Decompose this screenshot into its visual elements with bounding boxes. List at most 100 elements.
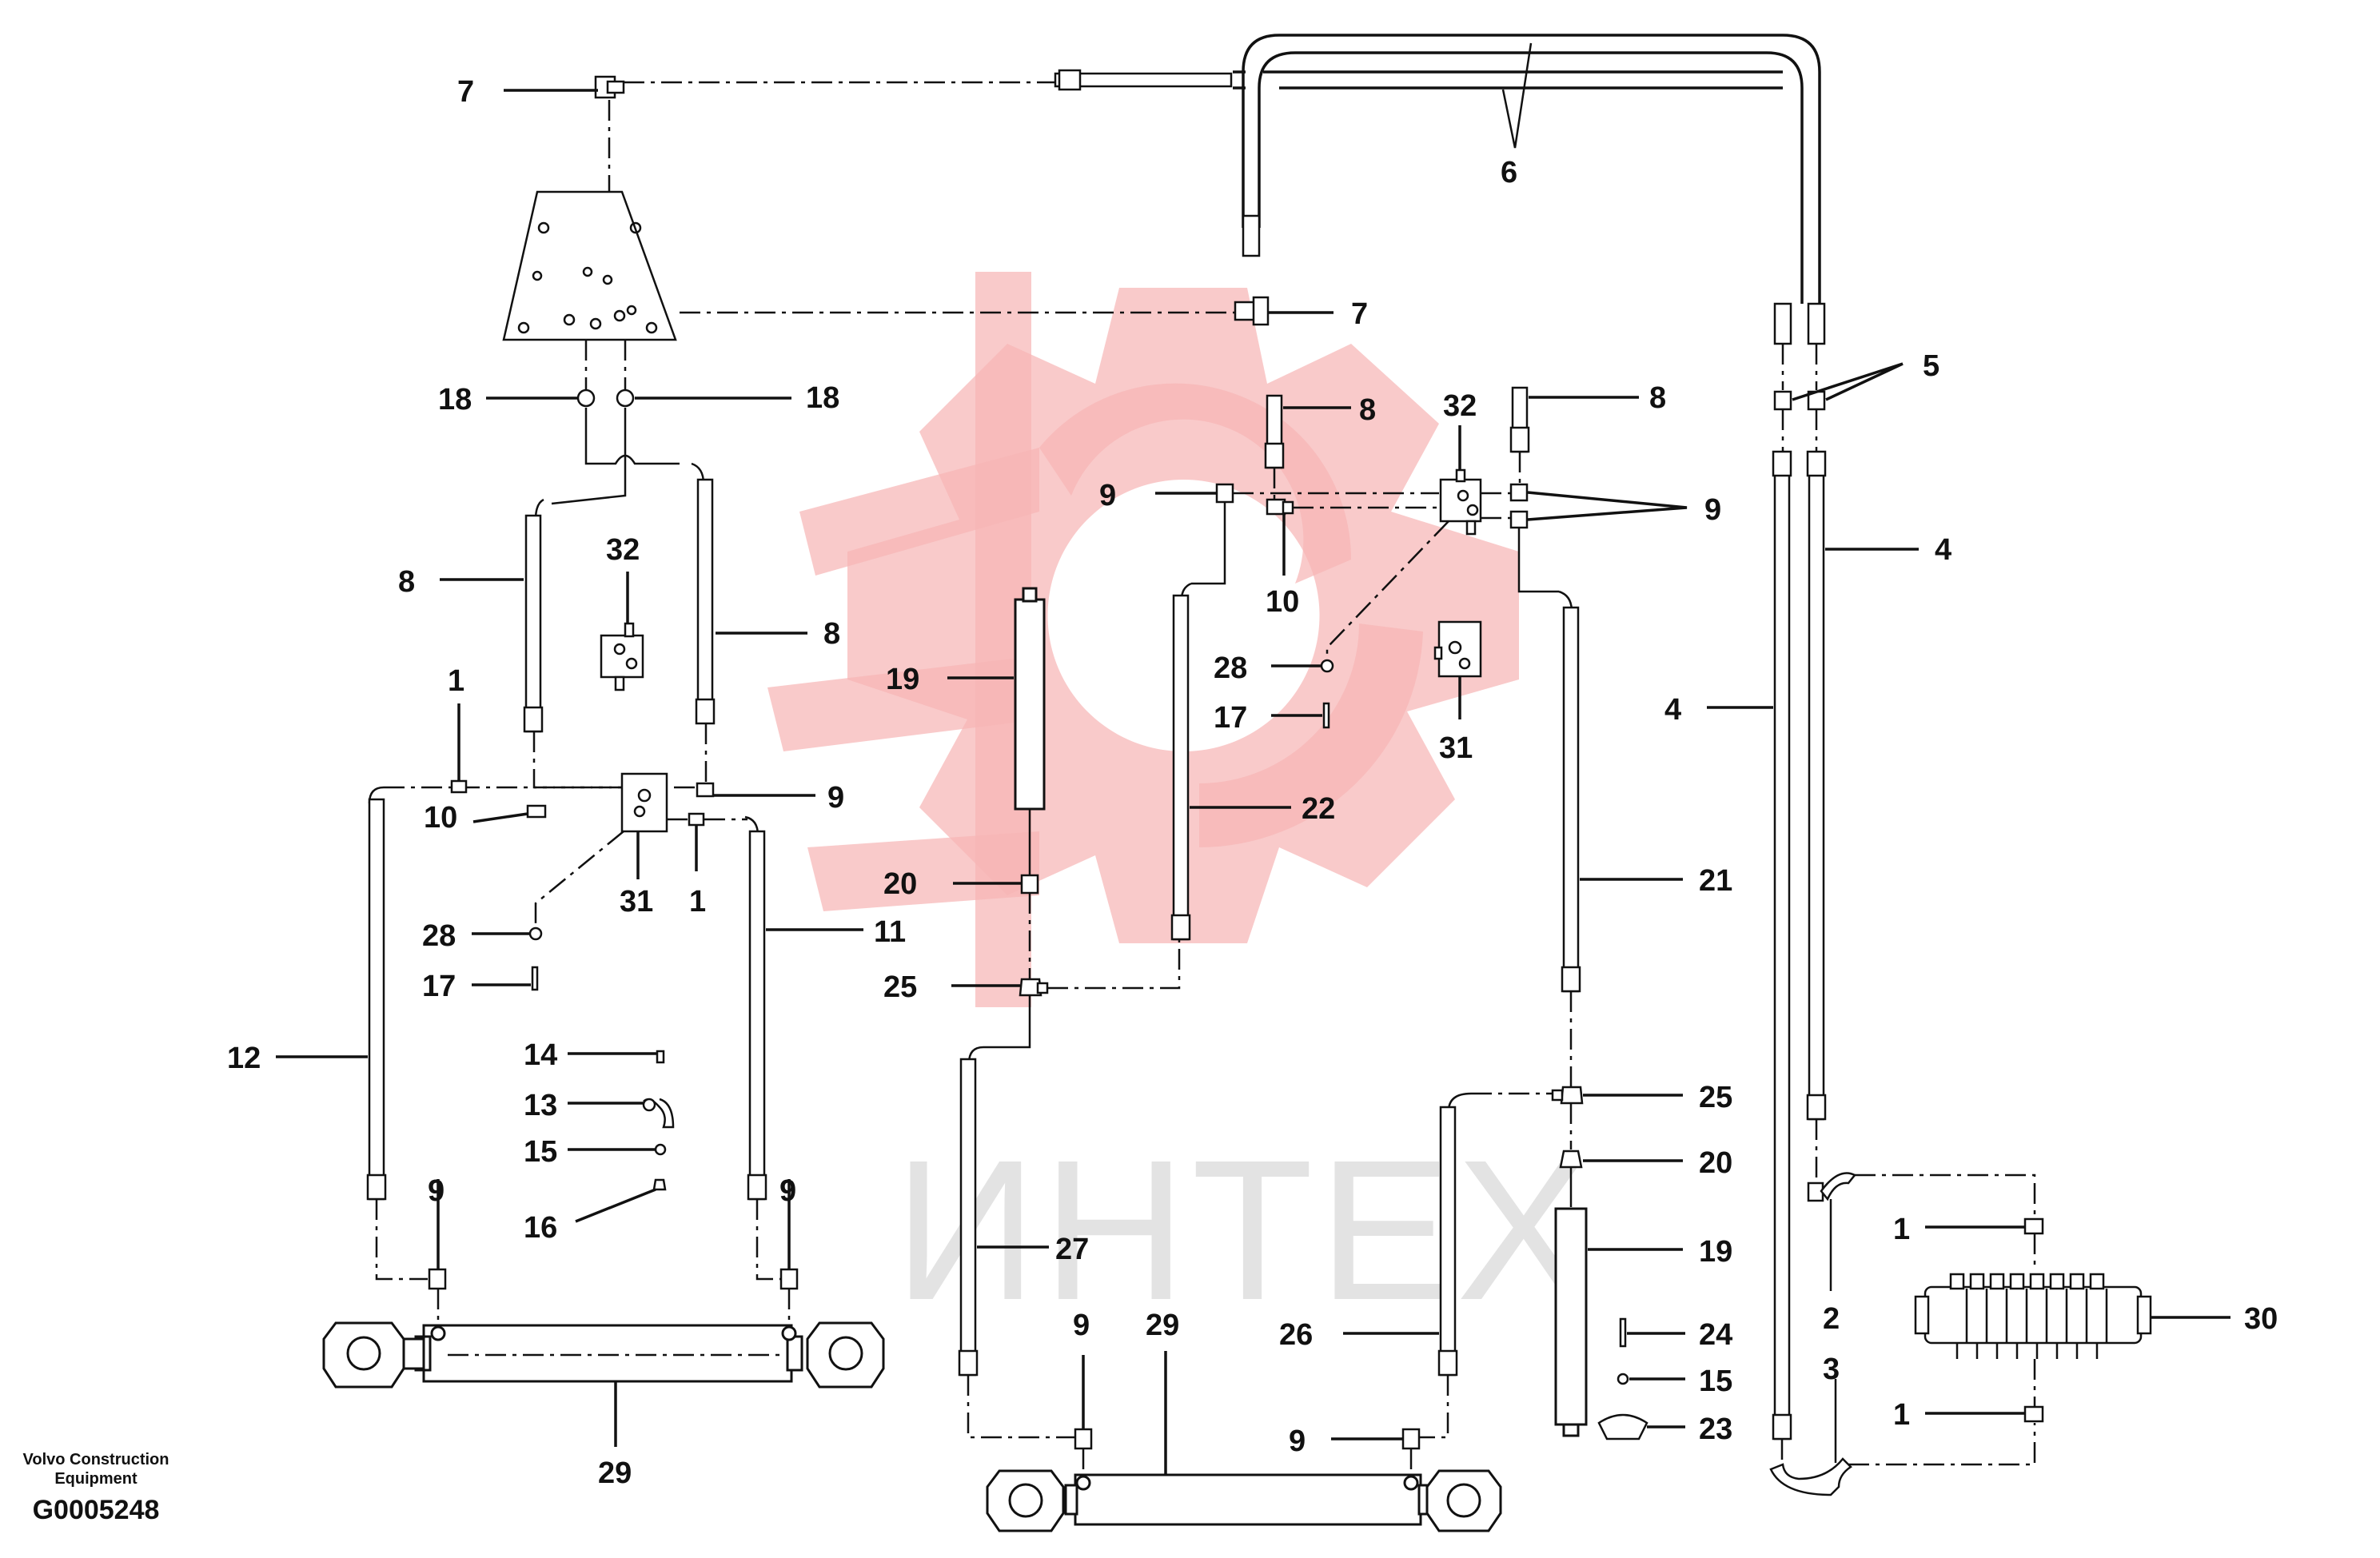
label-31-left: 31 (620, 885, 653, 918)
label-10-left: 10 (424, 801, 457, 835)
label-15-left: 15 (524, 1135, 557, 1169)
label-8-right: 8 (823, 617, 840, 651)
fitting-1-right (688, 812, 705, 827)
fitting-9-bottom-mid-b (1401, 1428, 1421, 1450)
label-20-upper: 20 (883, 867, 917, 901)
fitting-20-upper (1020, 874, 1039, 895)
label-1-upper-right: 1 (1893, 1213, 1910, 1246)
label-9-middle: 9 (1099, 479, 1116, 512)
fitting-9-middle (1215, 483, 1234, 504)
caption-drawing-id: G0005248 (33, 1495, 160, 1525)
fitting-1-upper-right (2023, 1217, 2044, 1235)
label-32-middle: 32 (1443, 389, 1477, 423)
label-9-bottom-mid-a: 9 (1073, 1309, 1090, 1342)
valve-block-31-left (620, 772, 668, 833)
label-20-lower: 20 (1699, 1146, 1732, 1180)
caption-company-line1: Volvo Construction (23, 1451, 169, 1468)
label-8-left: 8 (398, 565, 415, 599)
label-25-lower: 25 (1699, 1081, 1732, 1114)
label-14: 14 (524, 1038, 557, 1072)
watermark-gear-logo (767, 272, 1519, 1007)
label-11: 11 (874, 915, 906, 949)
label-28-middle: 28 (1214, 651, 1247, 685)
label-15-right: 15 (1699, 1365, 1732, 1398)
cylinder-29-left (322, 1321, 885, 1389)
label-10-middle: 10 (1266, 585, 1299, 619)
label-29-middle: 29 (1146, 1309, 1179, 1342)
label-28-left: 28 (422, 919, 456, 953)
label-21: 21 (1699, 864, 1732, 898)
label-6: 6 (1501, 156, 1517, 189)
fitting-9-right-a (1509, 483, 1529, 502)
hose-4-right (1806, 450, 1827, 1121)
fitting-7-top (594, 75, 625, 99)
label-9-bottom-mid-b: 9 (1289, 1425, 1306, 1458)
fitting-9-bottom-mid-a (1074, 1428, 1093, 1450)
label-19-lower: 19 (1699, 1235, 1732, 1269)
caption-company-line2: Equipment (54, 1470, 138, 1488)
label-2: 2 (1823, 1302, 1840, 1336)
label-24: 24 (1699, 1318, 1732, 1352)
fitting-9-bottom-left-b (779, 1268, 799, 1290)
label-8-upper-right: 8 (1649, 381, 1666, 415)
label-17-left: 17 (422, 970, 456, 1003)
hose-11 (744, 815, 767, 1201)
part-16 (652, 1178, 667, 1191)
fitting-25-lower (1560, 1086, 1584, 1105)
label-5: 5 (1923, 349, 1939, 383)
part-15-right (1617, 1373, 1629, 1385)
label-31-right: 31 (1439, 731, 1473, 765)
valve-block-31-right (1433, 620, 1482, 678)
part-28-middle (1320, 659, 1334, 673)
fitting-2 (1807, 1172, 1856, 1202)
hose-4-left (1772, 450, 1792, 1440)
fitting-18-right (616, 389, 635, 408)
hose-26 (1437, 1106, 1458, 1377)
fitting-10-middle (1266, 498, 1286, 516)
part-14 (656, 1050, 665, 1064)
hose-8-right (691, 462, 716, 725)
fitting-5-left (1773, 390, 1792, 411)
fitting-9-right-b (1509, 510, 1529, 529)
valve-mounting-plate (502, 190, 677, 341)
cylinder-19-lower (1554, 1207, 1588, 1437)
label-13: 13 (524, 1089, 557, 1122)
part-17-left (531, 966, 539, 991)
label-16: 16 (524, 1211, 557, 1245)
valve-32-middle (1439, 468, 1482, 536)
part-28-left (528, 926, 543, 941)
cylinder-29-middle (986, 1469, 1502, 1532)
plate-holes (517, 221, 658, 334)
label-1-lower-right: 1 (1893, 1398, 1910, 1432)
label-4-right: 4 (1935, 533, 1951, 567)
fitting-3 (1769, 1457, 1852, 1496)
label-26: 26 (1279, 1318, 1313, 1352)
hose-22 (1170, 582, 1192, 941)
fitting-9-left-block (696, 782, 715, 798)
fitting-1-left (450, 779, 468, 794)
label-9-bottom-left-b: 9 (779, 1174, 796, 1208)
part-24 (1619, 1317, 1627, 1348)
watermark-text: ИНТЕХ (894, 1118, 1594, 1341)
label-22: 22 (1302, 792, 1335, 826)
label-29-left: 29 (598, 1456, 632, 1490)
valve-32-left (600, 622, 644, 691)
label-17-middle: 17 (1214, 701, 1247, 735)
label-9-bottom-left-a: 9 (428, 1174, 445, 1208)
hose-12 (366, 786, 387, 1201)
label-9-right-pair: 9 (1704, 493, 1721, 527)
label-30: 30 (2244, 1302, 2278, 1336)
label-1-right: 1 (689, 885, 706, 918)
fitting-20-lower (1559, 1150, 1583, 1169)
label-9-left-block: 9 (827, 781, 844, 815)
label-32-left: 32 (606, 533, 640, 567)
fitting-10-left (526, 804, 547, 819)
hose-6-pair (1054, 34, 1826, 345)
fitting-18-left (576, 389, 596, 408)
part-17-middle (1322, 702, 1330, 729)
label-3: 3 (1823, 1353, 1840, 1386)
hose-8-left (523, 498, 544, 733)
fitting-25-upper (1019, 978, 1042, 997)
label-23: 23 (1699, 1413, 1732, 1446)
